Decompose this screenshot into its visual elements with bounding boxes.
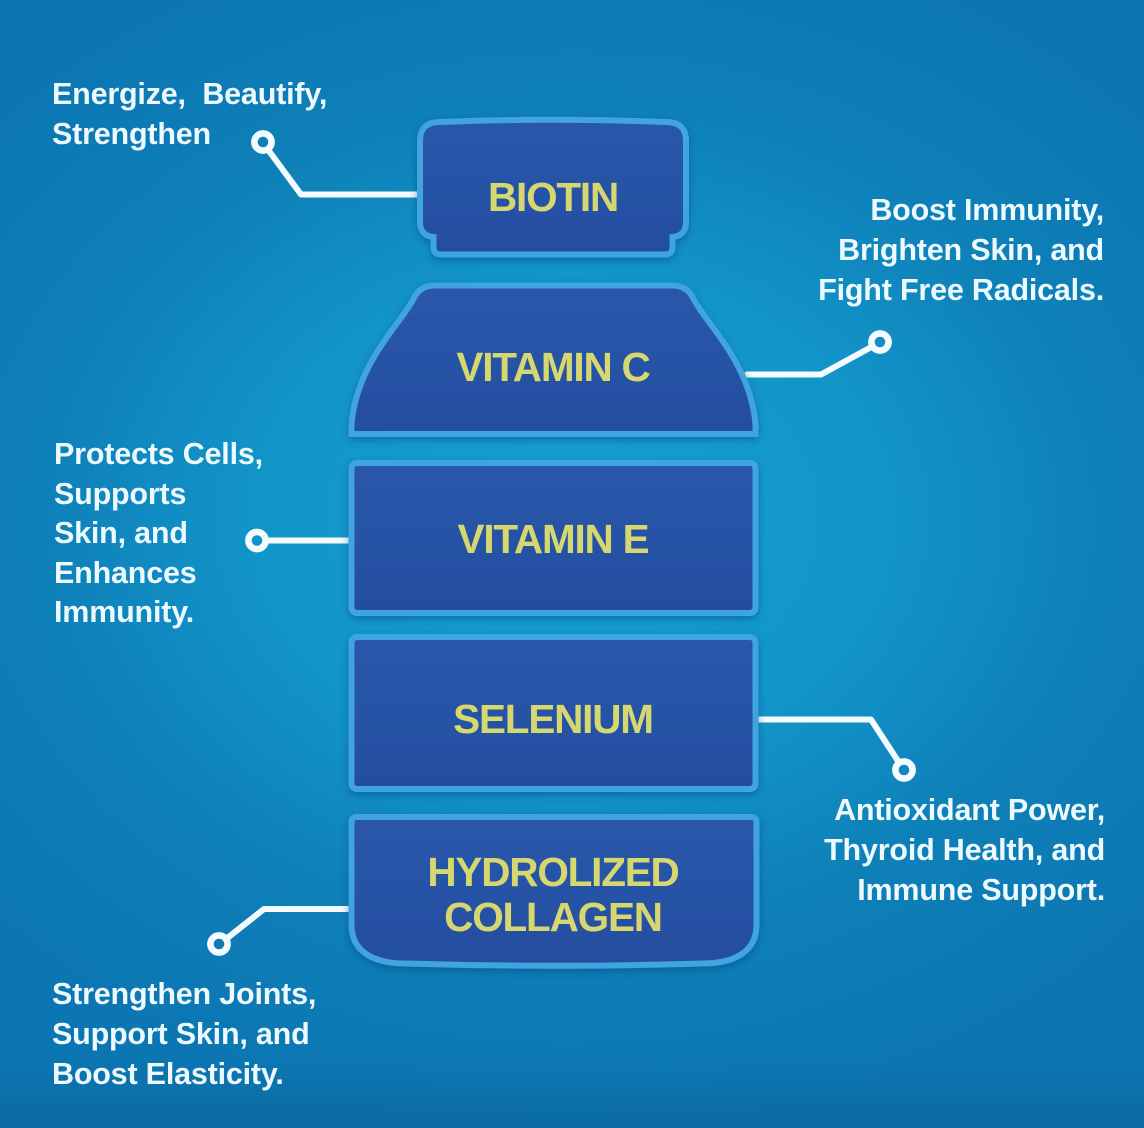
segment-label-collagen-line2: COLLAGEN [444, 894, 662, 940]
callout-text-collagen: Strengthen Joints, Support Skin, and Boo… [52, 977, 317, 1091]
callout-text-vitamin-e: Protects Cells, Supports Skin, and Enhan… [54, 437, 263, 629]
segment-label-biotin: BIOTIN [488, 174, 618, 220]
callout-text-selenium: Antioxidant Power, Thyroid Health, and I… [824, 793, 1105, 907]
segment-label-selenium: SELENIUM [453, 696, 653, 742]
callout-ring-collagen [207, 932, 231, 956]
callout-ring-vitamin-e [245, 528, 269, 553]
segment-vitamin-c-shoulder [348, 282, 759, 437]
callout-line-selenium [752, 716, 901, 764]
segment-label-vitamin-c: VITAMIN C [456, 344, 650, 390]
callout-ring-selenium [892, 758, 916, 782]
segment-selenium [348, 634, 759, 792]
segment-collagen-base [348, 814, 760, 969]
callout-ring-biotin [251, 130, 275, 154]
segment-vitamin-e [348, 460, 759, 616]
segment-label-vitamin-e: VITAMIN E [458, 516, 649, 562]
callout-line-biotin [266, 148, 422, 198]
callout-ring-vitamin-c [868, 330, 892, 354]
callout-text-vitamin-c: Boost Immunity, Brighten Skin, and Fight… [818, 193, 1104, 307]
callout-text-biotin: Energize, Beautify, Strengthen [52, 77, 328, 151]
callout-line-collagen [225, 906, 355, 941]
segment-biotin-cap [417, 116, 689, 258]
segment-label-collagen-line1: HYDROLIZED [427, 849, 678, 895]
callout-line-vitamin-c [744, 344, 874, 378]
